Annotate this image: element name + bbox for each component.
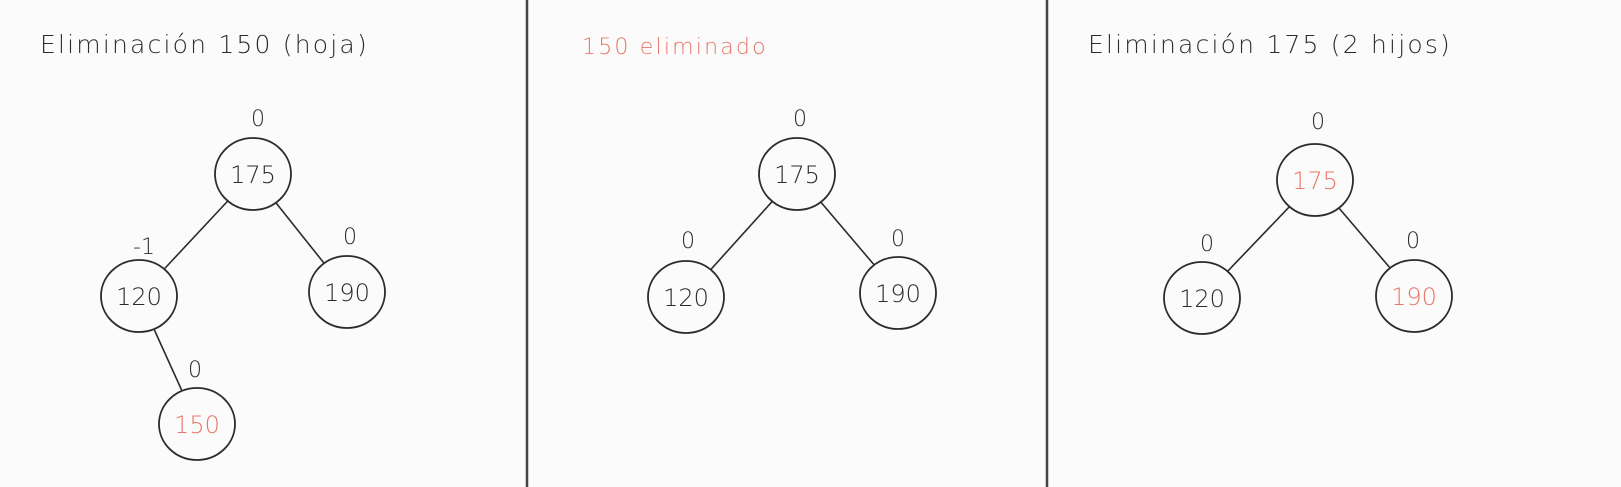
balance-factor-label: 0 — [681, 229, 695, 254]
panel-2-title: 150 eliminado — [582, 35, 768, 60]
node-key-label: 190 — [875, 280, 921, 308]
tree-node-circle — [647, 260, 725, 334]
tree-node-circle — [214, 137, 292, 211]
tree-node-circle — [1276, 143, 1354, 217]
tree-edge — [820, 202, 875, 265]
balance-factor-label: 0 — [891, 227, 905, 252]
balance-factor-label: 0 — [793, 107, 807, 132]
tree-node-circle — [1163, 261, 1241, 335]
node-key-label: 175 — [774, 161, 820, 189]
panel-1-title: Eliminación 150 (hoja) — [40, 30, 369, 59]
balance-factor-label: 0 — [251, 107, 265, 132]
tree-node-circle — [308, 255, 386, 329]
balance-factor-label: 0 — [1200, 232, 1214, 257]
node-key-label: 190 — [324, 279, 370, 307]
panel-3-title: Eliminación 175 (2 hijos) — [1088, 30, 1453, 59]
node-key-label: 190 — [1391, 283, 1437, 311]
panel-1-tree: 175 0 120 -1 190 0 150 0 — [100, 107, 386, 461]
balance-factor-label: 0 — [343, 225, 357, 250]
node-key-label: 120 — [663, 284, 709, 312]
tree-node-circle — [758, 137, 836, 211]
node-key-label: 120 — [1179, 285, 1225, 313]
panel-3-tree: 175 0 120 0 190 0 — [1163, 110, 1453, 335]
tree-edge — [710, 201, 773, 270]
balance-factor-label: 0 — [1406, 229, 1420, 254]
tree-edge — [153, 329, 183, 391]
tree-node-circle — [1375, 259, 1453, 333]
tree-edge — [1227, 206, 1290, 272]
node-key-label: 175 — [230, 161, 276, 189]
node-key-label: 120 — [116, 283, 162, 311]
tree-edge — [275, 202, 325, 264]
panel-2-tree: 175 0 120 0 190 0 — [647, 107, 937, 334]
node-key-label: 175 — [1292, 167, 1338, 195]
balance-factor-label: -1 — [133, 235, 155, 260]
tree-edge — [164, 200, 228, 270]
tree-node-circle — [158, 387, 236, 461]
node-key-label: 150 — [174, 411, 220, 439]
tree-node-circle — [100, 259, 178, 333]
tree-edge — [1338, 208, 1391, 268]
tree-node-circle — [859, 256, 937, 330]
balance-factor-label: 0 — [188, 358, 202, 383]
balance-factor-label: 0 — [1311, 110, 1325, 135]
